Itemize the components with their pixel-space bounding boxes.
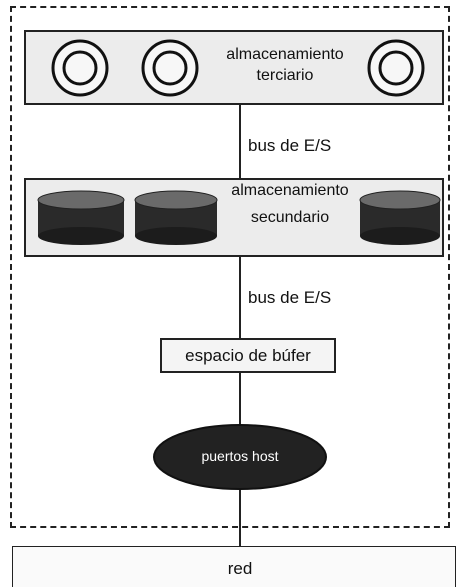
host-ports-label: puertos host: [201, 448, 279, 464]
tertiary-storage-label: almacenamiento terciario: [200, 44, 370, 86]
tertiary-label-line2: terciario: [256, 67, 314, 84]
upper-bus-label: bus de E/S: [248, 136, 332, 155]
network-box: [12, 546, 456, 587]
secondary-label-line2: secundario: [250, 209, 330, 226]
network-label: red: [227, 559, 253, 578]
tertiary-label-line1: almacenamiento: [226, 46, 344, 63]
host-system-boundary: [10, 6, 450, 528]
secondary-label-line1: almacenamiento: [231, 182, 349, 199]
lower-bus-label: bus de E/S: [248, 288, 332, 307]
secondary-storage-label: almacenamiento secundario: [210, 180, 370, 228]
buffer-space-box: espacio de búfer: [160, 338, 336, 373]
